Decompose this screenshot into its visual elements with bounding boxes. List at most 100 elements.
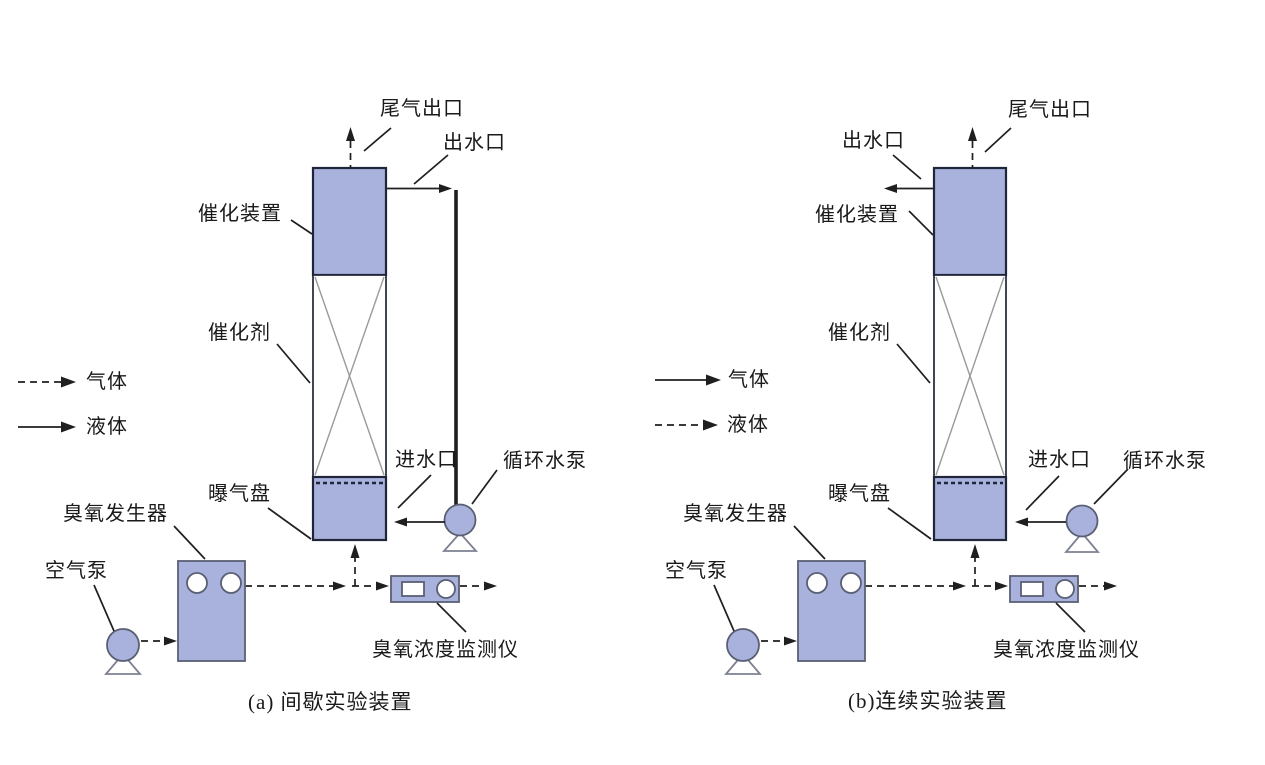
label-tail-gas-outlet-b: 尾气出口 <box>1008 99 1092 121</box>
legend-liquid-label-b: 液体 <box>727 414 769 436</box>
pump-body <box>106 628 140 662</box>
label-ozone-monitor-a: 臭氧浓度监测仪 <box>372 639 519 661</box>
pump-body <box>1065 504 1099 538</box>
tail-gas-arrow-b <box>968 127 977 168</box>
label-water-inlet-a: 进水口 <box>395 449 458 471</box>
pointer-lines-a <box>93 127 498 633</box>
pointer-water-inlet <box>1025 475 1060 511</box>
pointer-water-inlet <box>397 474 432 509</box>
arrowhead-right-icon <box>164 636 177 646</box>
arrowhead-up-icon <box>346 127 355 141</box>
pump-base-triangle <box>724 652 762 675</box>
monitor-dial <box>436 579 456 599</box>
reactor-column-b <box>932 166 1008 542</box>
label-aeration-disk-a: 曝气盘 <box>208 483 271 505</box>
air-to-generator-arrow-b <box>761 636 797 646</box>
pointer-catalyst <box>896 343 931 384</box>
water-outlet-arrow-b <box>884 184 934 193</box>
arrowhead-right-icon <box>784 636 797 646</box>
arrowhead-right-icon <box>61 376 76 388</box>
gas-outlet-line-a <box>460 581 497 591</box>
pointer-ozone-generator <box>793 525 826 560</box>
pointer-air-pump <box>713 584 735 632</box>
label-ozone-generator-a: 臭氧发生器 <box>63 503 168 525</box>
pointer-catalyst <box>276 343 311 384</box>
catalytic-unit-box <box>932 166 1008 277</box>
arrowhead-right-icon <box>995 581 1008 591</box>
monitor-display <box>401 581 425 597</box>
air-to-generator-arrow-a <box>141 636 177 646</box>
gas-riser-arrow-a <box>350 544 360 586</box>
pump-body <box>443 503 477 537</box>
label-aeration-disk-b: 曝气盘 <box>828 483 891 505</box>
arrowhead-left-icon <box>1015 517 1028 527</box>
arrowhead-right-icon <box>953 581 966 591</box>
pointer-circulating-pump <box>471 469 498 505</box>
generator-port <box>220 572 242 594</box>
label-ozone-generator-b: 臭氧发生器 <box>683 503 788 525</box>
circulation-pump-a <box>441 503 479 552</box>
label-catalyst-a: 催化剂 <box>208 322 271 344</box>
monitor-display <box>1020 581 1044 597</box>
catalytic-unit-box <box>311 166 388 277</box>
pointer-aeration-disk <box>267 507 312 540</box>
label-water-outlet-b: 出水口 <box>842 130 905 152</box>
legend-arrows-a <box>18 376 76 433</box>
aeration-section-box <box>932 475 1008 542</box>
label-ozone-monitor-b: 臭氧浓度监测仪 <box>993 639 1140 661</box>
label-water-inlet-b: 进水口 <box>1028 449 1091 471</box>
diagram-b <box>655 127 1129 675</box>
water-inlet-arrow-a <box>394 517 445 527</box>
generator-port <box>806 572 828 594</box>
label-air-pump-a: 空气泵 <box>45 560 108 582</box>
label-circulating-pump-a: 循环水泵 <box>503 450 587 472</box>
arrowhead-up-icon <box>350 544 360 558</box>
arrowhead-up-icon <box>968 127 977 141</box>
catalyst-cross-line <box>935 276 1005 476</box>
pointer-air-pump <box>93 584 115 632</box>
pointer-lines-b <box>713 127 1129 633</box>
pointer-water-outlet <box>413 154 449 185</box>
label-water-outlet-a: 出水口 <box>443 132 506 154</box>
arrowhead-left-icon <box>394 517 407 527</box>
arrowhead-left-icon <box>884 184 897 193</box>
legend-gas-label-a: 气体 <box>86 371 128 393</box>
aeration-section-box <box>311 475 388 542</box>
label-tail-gas-outlet-a: 尾气出口 <box>380 98 464 120</box>
gas-riser-arrow-b <box>970 544 980 586</box>
legend-arrows-b <box>655 374 721 431</box>
pump-base-triangle <box>104 652 142 675</box>
reactor-column-a <box>311 166 388 542</box>
pointer-ozone-generator <box>173 525 206 560</box>
pointer-tail-gas <box>363 127 392 152</box>
air-pump-b <box>724 628 762 675</box>
arrowhead-right-icon <box>439 184 452 193</box>
gas-line-generator-to-monitor-a <box>245 581 389 591</box>
label-catalyst-b: 催化剂 <box>828 322 891 344</box>
arrowhead-right-icon <box>484 581 497 591</box>
label-air-pump-b: 空气泵 <box>665 560 728 582</box>
arrowhead-right-icon <box>706 374 721 386</box>
water-inlet-arrow-b <box>1015 517 1066 527</box>
arrowhead-right-icon <box>703 419 718 431</box>
generator-port <box>186 572 208 594</box>
caption-b: (b)连续实验装置 <box>848 689 1008 713</box>
ozone-generator-a <box>177 560 246 662</box>
gas-line-generator-to-monitor-b <box>865 581 1008 591</box>
gas-outlet-line-b <box>1079 581 1117 591</box>
label-circulating-pump-b: 循环水泵 <box>1123 450 1207 472</box>
monitor-dial <box>1055 579 1075 599</box>
legend-liquid-label-a: 液体 <box>86 416 128 438</box>
circulation-pump-b <box>1064 504 1100 553</box>
pointer-catalytic-unit <box>290 219 313 235</box>
pointer-aeration-disk <box>887 507 932 540</box>
arrowhead-up-icon <box>970 544 980 558</box>
pump-body <box>726 628 760 662</box>
pointer-circulating-pump <box>1093 468 1129 505</box>
pointer-ozone-monitor <box>436 602 467 633</box>
pump-base-triangle <box>441 531 479 552</box>
catalyst-cross-line <box>314 276 385 476</box>
generator-port <box>840 572 862 594</box>
